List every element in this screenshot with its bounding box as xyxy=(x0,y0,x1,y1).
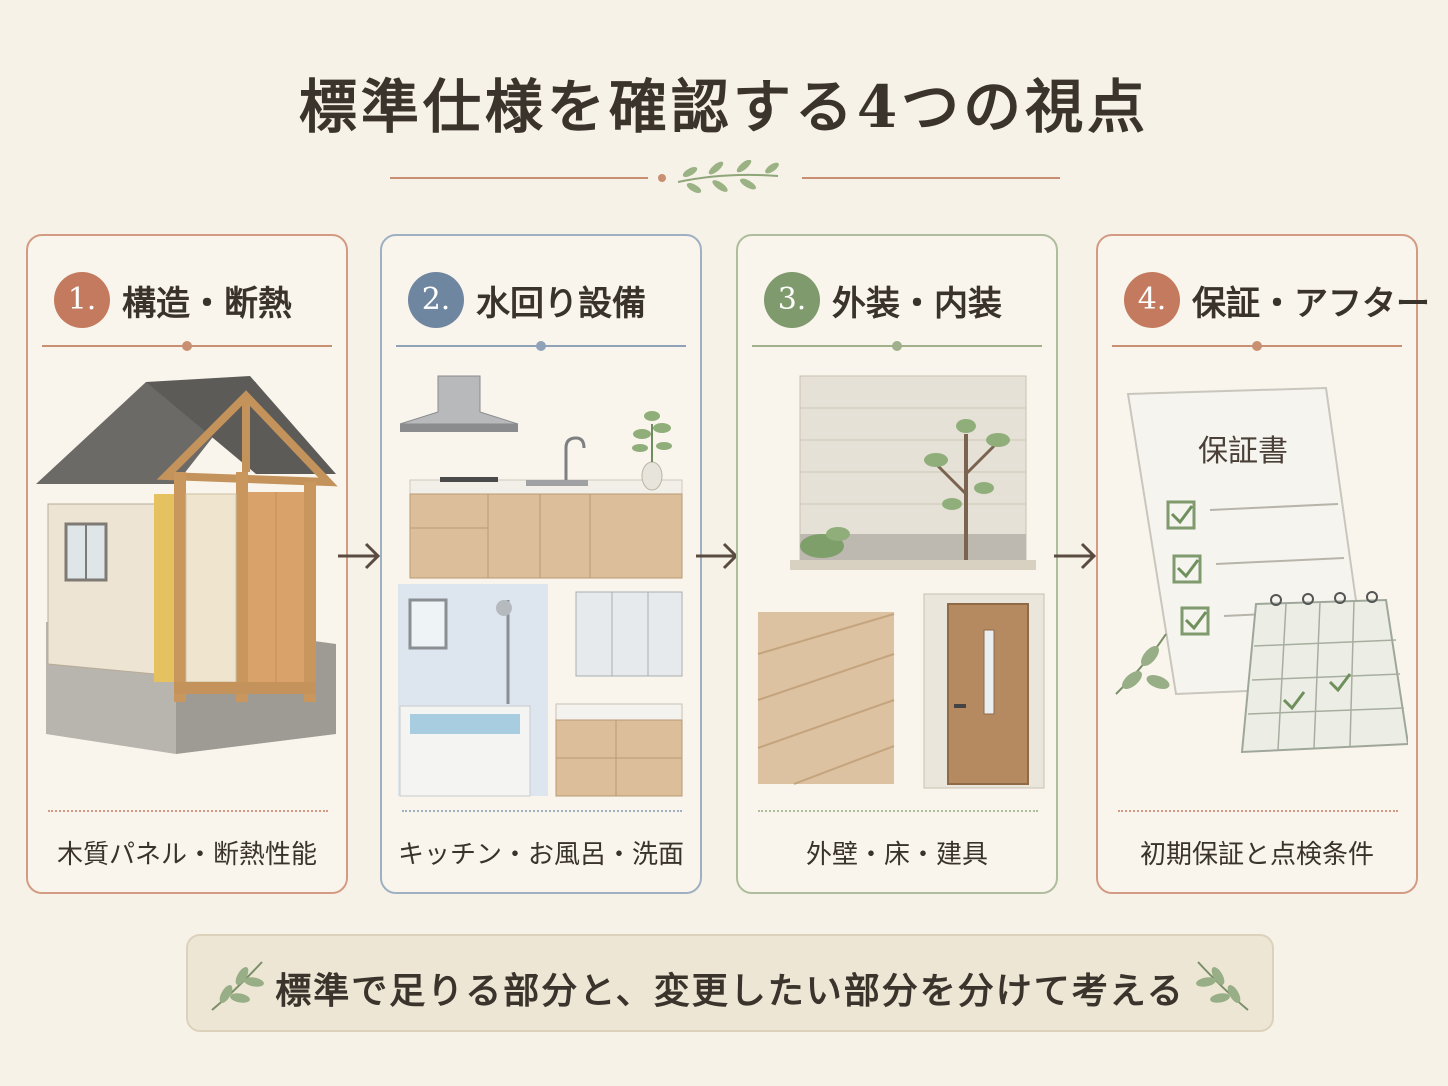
card-label: 初期保証と点検条件 xyxy=(1139,840,1374,870)
step-number-badge: 3. xyxy=(764,272,820,328)
summary-text: 標準で足りる部分と、変更したい部分を分けて考える xyxy=(275,970,1185,1012)
divider xyxy=(1112,341,1402,351)
divider xyxy=(1118,810,1398,814)
divider xyxy=(396,341,686,351)
card-structure: 1. 構造・断熱 木質パネル・断熱性能 xyxy=(26,234,348,894)
step-number-badge: 2. xyxy=(408,272,464,328)
card-title: 保証・アフター xyxy=(1192,284,1430,324)
divider xyxy=(758,810,1038,814)
divider xyxy=(48,810,328,814)
step-number-badge: 1. xyxy=(54,272,110,328)
page-title: 標準仕様を確認する4つの視点 xyxy=(298,73,1150,141)
divider xyxy=(402,810,682,814)
card-label: 外壁・床・建具 xyxy=(805,840,988,870)
house-frame-illustration xyxy=(36,376,338,754)
card-label: 木質パネル・断熱性能 xyxy=(56,840,317,870)
step-number-badge: 4. xyxy=(1124,272,1180,328)
card-exterior-interior: 3. 外装・内装 外壁・床・建具 xyxy=(736,234,1058,894)
card-title: 外装・内装 xyxy=(832,284,1002,324)
warranty-illustration: 保証書 xyxy=(1106,364,1408,806)
card-plumbing: 2. 水回り設備 キッチン・お風 xyxy=(380,234,702,894)
warranty-document-title: 保証書 xyxy=(1198,434,1288,469)
leaf-icon xyxy=(211,961,264,1011)
card-title: 構造・断熱 xyxy=(122,284,292,324)
leaf-icon xyxy=(1196,961,1249,1011)
kitchen-bath-illustration xyxy=(398,375,683,797)
card-title: 水回り設備 xyxy=(476,284,646,324)
divider xyxy=(752,341,1042,351)
arrow-right-icon xyxy=(696,542,739,570)
summary-banner: 標準で足りる部分と、変更したい部分を分けて考える xyxy=(186,934,1274,1032)
arrow-right-icon xyxy=(1054,542,1097,570)
card-warranty: 4. 保証・アフター xyxy=(1096,234,1430,894)
wall-floor-door-illustration xyxy=(757,375,1045,789)
arrow-right-icon xyxy=(338,542,381,570)
card-label: キッチン・お風呂・洗面 xyxy=(397,840,684,870)
divider xyxy=(42,341,332,351)
title-ornament xyxy=(390,160,1060,194)
